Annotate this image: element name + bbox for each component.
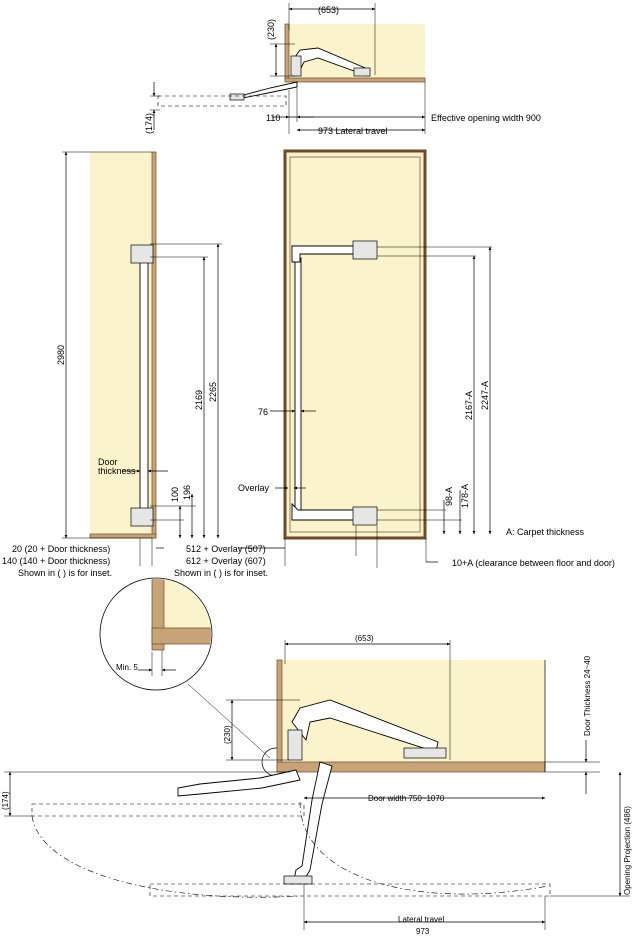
dim-174-top: (174) (144, 113, 154, 134)
cabinet-frame-right (283, 149, 427, 540)
dim-230-top: (230) (266, 19, 276, 40)
cabinet-side-wall (284, 23, 290, 81)
dim-178a: 178-A (460, 484, 470, 508)
swing-arc-left (31, 815, 301, 898)
cabinet-back-wall-left (151, 151, 157, 539)
dim-2265: 2265 (208, 382, 218, 402)
door-arm (237, 81, 298, 100)
bottom-arm-right (291, 502, 357, 521)
dim-2247a: 2247-A (480, 381, 490, 410)
dim-174-bottom: (174) (1, 791, 10, 810)
door-bracket-down (283, 875, 313, 885)
cabinet-floor-left (89, 533, 157, 539)
lateral-travel-label-bottom: Lateral travel (398, 915, 444, 924)
dim-2980: 2980 (56, 345, 66, 365)
dim-230-bottom: (230) (223, 725, 232, 744)
hinge-block-bottom (287, 729, 303, 761)
door-arm-open-left (177, 769, 301, 797)
dim-2169: 2169 (194, 390, 204, 410)
top-plan-view: (653) (230) (174) 110 Effective opening … (144, 3, 541, 136)
left-note-3: Shown in ( ) is for inset. (18, 568, 112, 578)
door-post-right (294, 257, 302, 521)
bottom-bracket-right (352, 506, 378, 526)
cabinet-side-bottom (276, 659, 283, 773)
dim-2167a: 2167-A (464, 391, 474, 420)
clearance-label: 10+A (clearance between floor and door) (452, 558, 615, 568)
door-thickness-label-bottom: Door Thickness 24~40 (583, 655, 592, 736)
right-note-3: Shown in ( ) is for inset. (174, 568, 268, 578)
top-hinge-left (130, 244, 154, 264)
door-width-label: Door width 750~1070 (368, 794, 445, 803)
left-note-2: 140 (140 + Door thickness) (2, 556, 110, 566)
effective-opening-label: Effective opening width 900 (431, 113, 541, 123)
cabinet-floor (284, 77, 426, 83)
lateral-travel-value-bottom: 973 (416, 927, 430, 936)
door-bracket (229, 93, 245, 101)
left-note-1: 20 (20 + Door thickness) (12, 544, 110, 554)
cabinet-inner-right (289, 156, 421, 533)
dim-653-top: (653) (318, 5, 339, 15)
dim-653-bottom: (653) (355, 634, 374, 643)
hinge-base (290, 55, 302, 77)
door-edge-left (139, 261, 149, 517)
side-elevation-view: 2980 2169 2265 Door thickness 100 196 20… (2, 151, 222, 578)
right-note-2: 612 + Overlay (607) (186, 556, 266, 566)
bottom-hinge-left (130, 507, 154, 527)
bracket (353, 67, 371, 77)
door-open-dashed (149, 883, 551, 897)
door-outline (157, 95, 287, 107)
lateral-travel-label-top: 973 Lateral travel (318, 126, 388, 136)
door-thickness-label-1: Door (98, 457, 118, 467)
overlay-label: Overlay (238, 483, 270, 493)
min-5-label: Min. 5 (116, 663, 138, 672)
opening-detail-view: Min. 5 (653) (230) (174) (1, 577, 632, 936)
dim-110: 110 (266, 113, 280, 123)
cabinet-floor-bottom (276, 761, 546, 773)
right-note-1: 512 + Overlay (507) (186, 544, 266, 554)
dim-196: 196 (182, 485, 192, 500)
door-closed-dashed (31, 803, 305, 817)
top-bracket-right (352, 240, 378, 260)
upper-bracket-bottom (403, 747, 447, 759)
door-thickness-label-2: thickness (98, 466, 136, 476)
swing-arc-right (299, 801, 549, 895)
dim-98a: 98-A (444, 487, 454, 506)
dim-100: 100 (170, 487, 180, 502)
opening-projection-label: Opening Projection (486) (623, 806, 632, 895)
front-elevation-view: 2167-A 2247-A 76 Overlay 98-A 178-A A: C… (174, 149, 615, 578)
carpet-thickness-label: A: Carpet thickness (506, 527, 585, 537)
dim-76: 76 (258, 407, 268, 417)
